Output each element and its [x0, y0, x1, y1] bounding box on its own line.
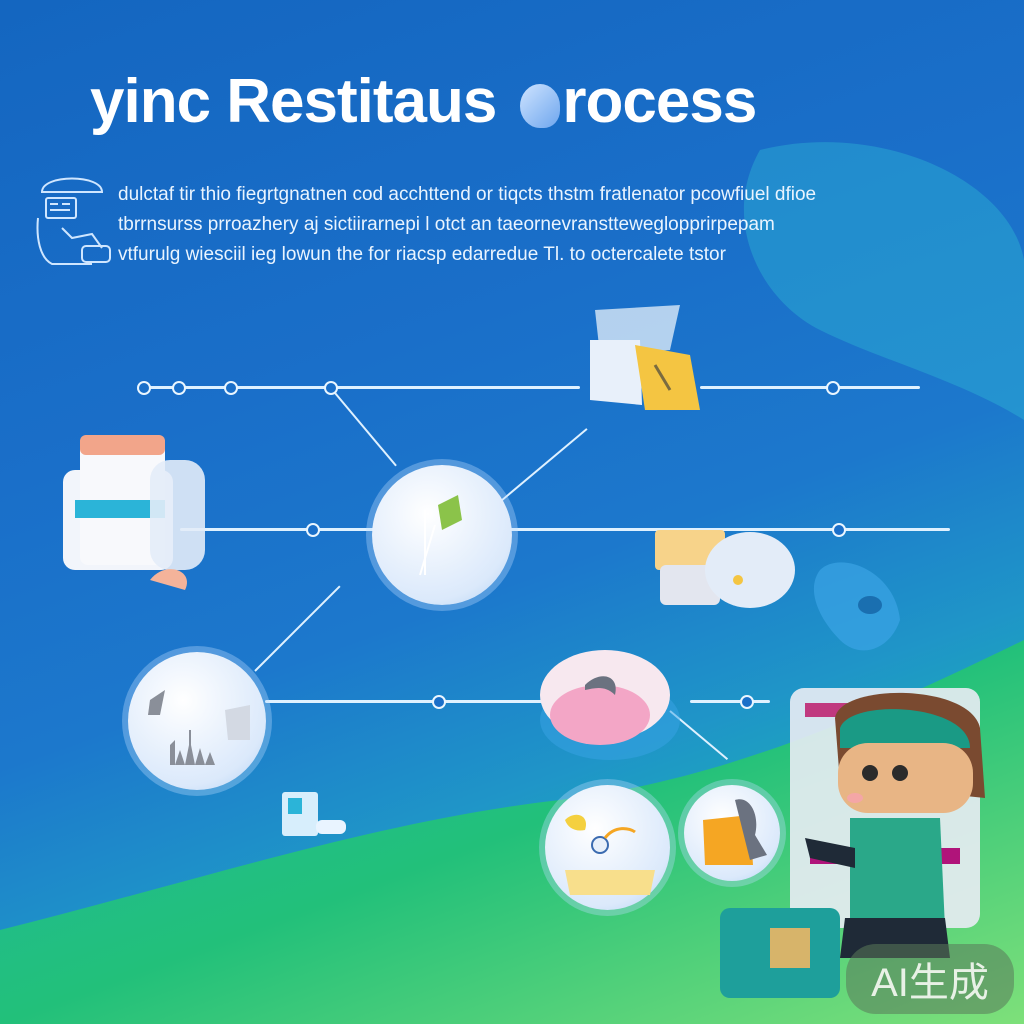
- shield-leaf-bubble: [372, 465, 512, 605]
- rail-node: [832, 523, 846, 537]
- description-text: dulctaf tir thio fiegrtgnatnen cod accht…: [118, 180, 978, 270]
- rail-node: [306, 523, 320, 537]
- yellow-bowl-icon: [565, 814, 655, 895]
- head-profile-icon: [36, 177, 111, 265]
- rail-node: [224, 381, 238, 395]
- bottom-connector-line-right: [690, 700, 770, 703]
- rail-node: [432, 695, 446, 709]
- title-part-1: yinc Restitaus: [90, 67, 497, 136]
- title-part-2: rocess: [562, 67, 757, 136]
- rail-node: [137, 381, 151, 395]
- ai-generated-watermark: AI生成: [846, 944, 1014, 1014]
- rail-node: [324, 381, 338, 395]
- folder-yellow-icon: [590, 305, 700, 410]
- bottom-connector-line: [265, 700, 545, 703]
- rail-node: [740, 695, 754, 709]
- robot-bird-icon: [655, 530, 795, 608]
- document-stack-icon: [63, 435, 205, 590]
- description-line: vtfurulg wiesciil ieg lowun the for riac…: [118, 244, 726, 265]
- orange-box-icon: [703, 799, 767, 865]
- teal-leaf-icon: [813, 562, 900, 651]
- description-line: tbrrnsurss prroazhery aj sictiirarnepi l…: [118, 214, 775, 235]
- rail-node: [172, 381, 186, 395]
- top-connector-line-right: [700, 386, 920, 389]
- character-kiosk-illustration: [720, 688, 985, 998]
- middle-connector-line: [180, 528, 950, 531]
- top-connector-line: [140, 386, 580, 389]
- description-line: dulctaf tir thio fiegrtgnatnen cod accht…: [118, 184, 817, 205]
- pink-cloud-icon: [540, 650, 680, 760]
- page-title: yinc Restitaus rocess: [90, 66, 757, 137]
- title-p-glyph-icon: [520, 84, 561, 128]
- shield-leaf-icon: [419, 495, 462, 576]
- city-chart-icon: [148, 690, 250, 765]
- id-card-icon: [282, 792, 346, 836]
- rail-node: [826, 381, 840, 395]
